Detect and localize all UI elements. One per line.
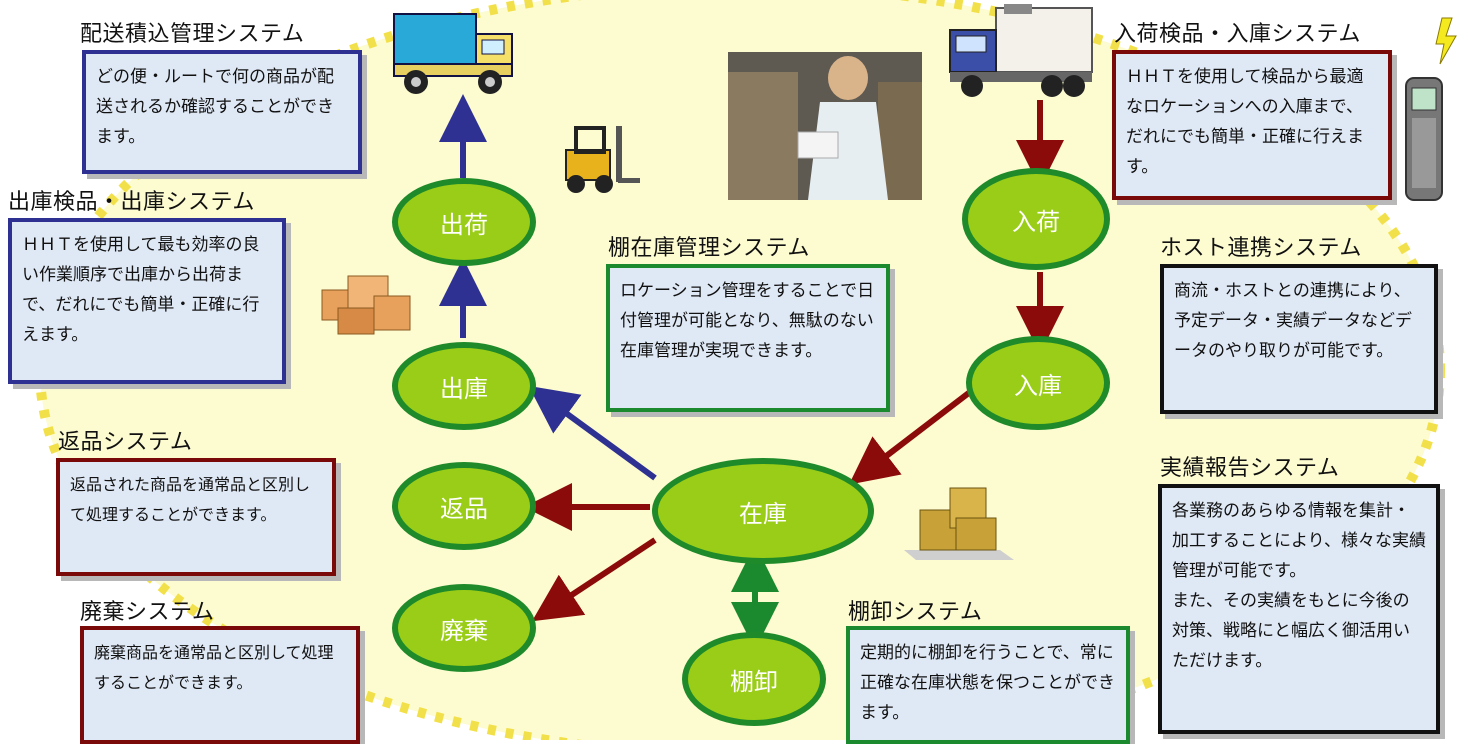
title-host: ホスト連携システム [1160, 236, 1362, 261]
title-henpin: 返品システム [58, 430, 193, 455]
title-nyuka: 入荷検品・入庫システム [1114, 22, 1361, 47]
box-tana-zaiko: ロケーション管理をすることで日付管理が可能となり、無駄のない在庫管理が実現できま… [606, 264, 890, 412]
box-haiso: どの便・ルートで何の商品が配送されるか確認することができます。 [82, 50, 362, 174]
title-shukko: 出庫検品・出庫システム [8, 190, 255, 215]
arrow-zaiko-to-shukko [528, 385, 657, 481]
node-nyuko: 入庫 [966, 336, 1110, 430]
worker-photo [728, 52, 922, 200]
node-haiki: 廃棄 [392, 584, 536, 672]
box-tanaoroshi: 定期的に棚卸を行うことで、常に正確な在庫状態を保つことができます。 [846, 626, 1130, 744]
node-shukka: 出荷 [392, 178, 536, 266]
cardboard-boxes-icon [321, 275, 411, 335]
box-haiki: 廃棄商品を通常品と区別して処理することができます。 [80, 626, 360, 744]
node-henpin: 返品 [392, 462, 536, 550]
title-jisseki: 実績報告システム [1160, 456, 1340, 481]
box-nyuka: ＨＨＴを使用して検品から最適なロケーションへの入庫まで、だれにでも簡単・正確に行… [1112, 50, 1392, 200]
title-haiso: 配送積込管理システム [80, 22, 305, 47]
node-nyuka: 入荷 [962, 168, 1110, 270]
title-tana-zaiko: 棚在庫管理システム [608, 236, 810, 261]
inventory-boxes-icon [904, 487, 1014, 560]
box-shukko: ＨＨＴを使用して最も効率の良い作業順序で出庫から出荷まで、だれにでも簡単・正確に… [8, 218, 286, 384]
delivery-truck-icon [393, 13, 513, 94]
forklift-icon [565, 126, 640, 193]
node-shukko: 出庫 [392, 342, 536, 430]
refrigerated-truck-icon [949, 4, 1093, 97]
handheld-terminal-icon [1405, 17, 1457, 201]
node-tanaoroshi: 棚卸 [682, 632, 826, 726]
box-henpin: 返品された商品を通常品と区別して処理することができます。 [56, 458, 336, 576]
arrow-nyuko-to-zaiko [848, 389, 972, 485]
node-zaiko: 在庫 [652, 458, 874, 564]
title-tanaoroshi: 棚卸システム [848, 600, 983, 625]
arrow-zaiko-to-haiki [531, 537, 657, 622]
title-haiki: 廃棄システム [80, 600, 215, 625]
box-jisseki: 各業務のあらゆる情報を集計・加工することにより、様々な実績管理が可能です。 また… [1158, 484, 1440, 734]
box-host: 商流・ホストとの連携により、予定データ・実績データなどデータのやり取りが可能です… [1160, 264, 1438, 414]
